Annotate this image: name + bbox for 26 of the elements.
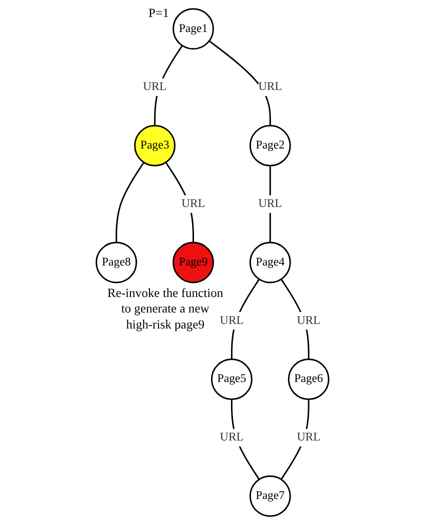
node-circle: Page3: [134, 124, 176, 166]
node-circle: Page9: [172, 242, 214, 284]
connector: [165, 162, 194, 242]
node-circle: Page6: [288, 358, 330, 400]
node-circle: Page1: [172, 8, 214, 50]
connector: [280, 278, 310, 360]
connector: [269, 166, 271, 242]
edge-label: URL: [220, 431, 244, 444]
annotation-text: P=1: [148, 6, 169, 20]
node-circle: Page5: [211, 358, 252, 400]
connector: [230, 278, 260, 360]
connector: [208, 40, 271, 126]
edge-label: URL: [258, 197, 282, 210]
edge-label: URL: [296, 431, 320, 444]
connector: [230, 399, 260, 480]
edge-label: URL: [296, 314, 320, 327]
node-circle: Page2: [249, 124, 291, 166]
edge-label: URL: [258, 80, 282, 94]
node-circle: Page4: [249, 242, 291, 284]
node-circle: Page7: [249, 475, 291, 517]
connector: [116, 162, 144, 242]
edge-label: URL: [142, 80, 167, 94]
node-circle: Page8: [96, 242, 138, 284]
connector: [280, 399, 310, 480]
edge-label: URL: [181, 197, 206, 210]
connector: [154, 45, 183, 126]
